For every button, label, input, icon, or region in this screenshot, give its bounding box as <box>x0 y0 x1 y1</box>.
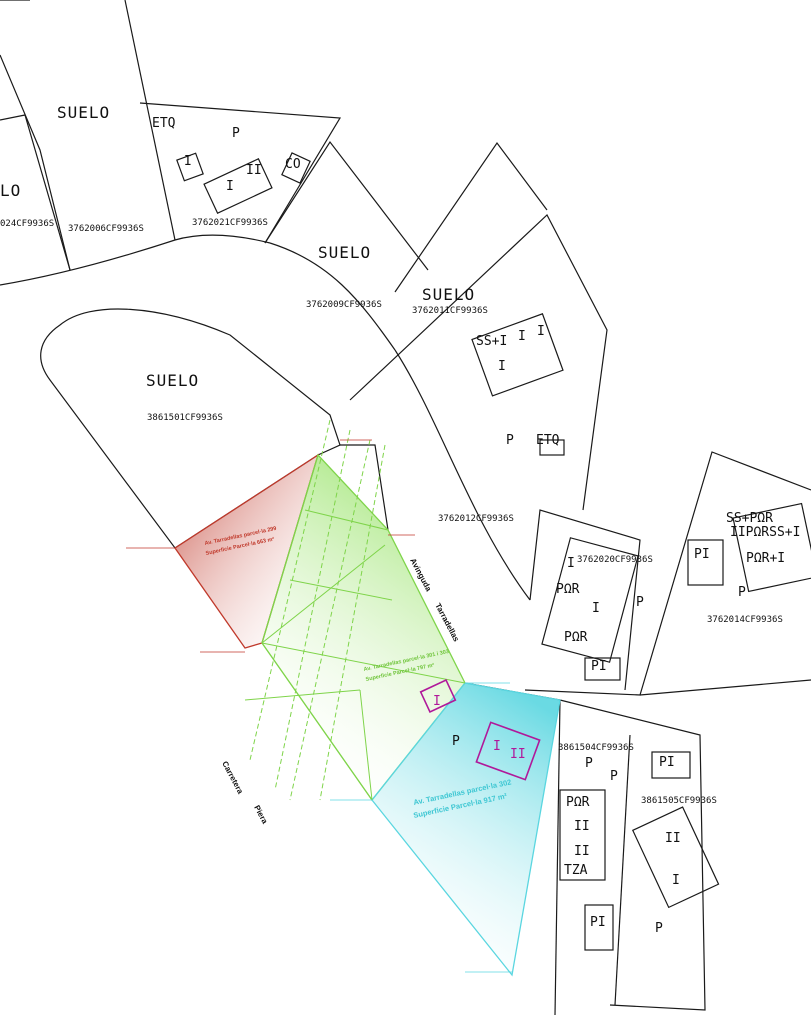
label-i-4: I <box>537 324 545 339</box>
label-suelo-4: SUELO <box>146 371 199 390</box>
label-ss-i: SS+I <box>476 334 507 349</box>
label-co: CO <box>285 157 301 172</box>
label-ii-2: II <box>574 819 590 834</box>
label-p-2: P <box>506 433 514 448</box>
label-p-6: P <box>585 756 593 771</box>
label-p-4: P <box>738 585 746 600</box>
label-ii-1: II <box>246 163 262 178</box>
label-etq-2: ETQ <box>536 433 560 448</box>
ref-r1: 024CF9936S <box>0 219 54 229</box>
ref-r3: 3762021CF9936S <box>192 218 268 228</box>
label-suelo-2: SUELO <box>318 243 371 262</box>
label-suelo-3: SUELO <box>422 285 475 304</box>
road-carretera: Carretera <box>220 760 245 796</box>
label-pi-2: PI <box>591 659 607 674</box>
label-suelo-1: SUELO <box>57 103 110 122</box>
ref-r2: 3762006CF9936S <box>68 224 144 234</box>
label-p-3: P <box>636 595 644 610</box>
label-etq-1: ETQ <box>152 116 176 131</box>
label-i-8: I <box>672 873 680 888</box>
label-por-2: PΩR <box>564 630 588 645</box>
label-lo: LO <box>0 181 21 200</box>
label-ss-por: SS+PΩR <box>726 511 773 526</box>
label-por-i: PΩR+I <box>746 551 785 566</box>
ref-r10: 3861504CF9936S <box>558 743 634 753</box>
label-p-7: P <box>610 769 618 784</box>
green-construction-lines <box>244 454 466 801</box>
label-i-3: I <box>518 329 526 344</box>
right-parcels <box>464 451 811 1016</box>
parcel-cyan-302[interactable] <box>371 682 561 977</box>
label-i-2: I <box>226 179 234 194</box>
label-por-1: PΩR <box>556 582 580 597</box>
ref-r5: 3762011CF9936S <box>412 306 488 316</box>
label-pi-4: PI <box>590 915 606 930</box>
ref-r8: 3762020CF9936S <box>577 555 653 565</box>
label-tza: TZA <box>564 863 588 878</box>
label-i-7: I <box>592 601 600 616</box>
label-proposed-i-2: I <box>493 739 501 754</box>
upper-parcels <box>0 0 608 601</box>
dimension-marks <box>126 439 512 973</box>
road-piera: Piera <box>252 804 269 826</box>
label-pi-3: PI <box>659 755 675 770</box>
parcel-3861501[interactable] <box>40 308 341 549</box>
label-ii-3: II <box>665 831 681 846</box>
label-pi-1: PI <box>694 547 710 562</box>
label-proposed-ii: II <box>510 747 526 762</box>
label-ii-4: II <box>574 844 590 859</box>
proposed-buildings <box>419 679 541 781</box>
ref-r7: 3762012CF9936S <box>438 514 514 524</box>
road-dashed-lines <box>249 419 386 801</box>
label-p-1: P <box>232 126 240 141</box>
ref-r6: 3861501CF9936S <box>147 413 223 423</box>
label-proposed-i: I <box>433 694 441 709</box>
ref-r11: 3861505CF9936S <box>641 796 717 806</box>
ref-r4: 3762009CF9936S <box>306 300 382 310</box>
label-por-3: PΩR <box>566 795 590 810</box>
buildings <box>176 152 811 951</box>
label-iipor-ss-i: IIPΩRSS+I <box>730 525 800 540</box>
label-i-6: I <box>567 556 575 571</box>
ref-r9: 3762014CF9936S <box>707 615 783 625</box>
label-i-1: I <box>184 154 192 169</box>
label-p-8: P <box>655 921 663 936</box>
label-p-5: P <box>452 734 460 749</box>
label-i-5: I <box>498 359 506 374</box>
